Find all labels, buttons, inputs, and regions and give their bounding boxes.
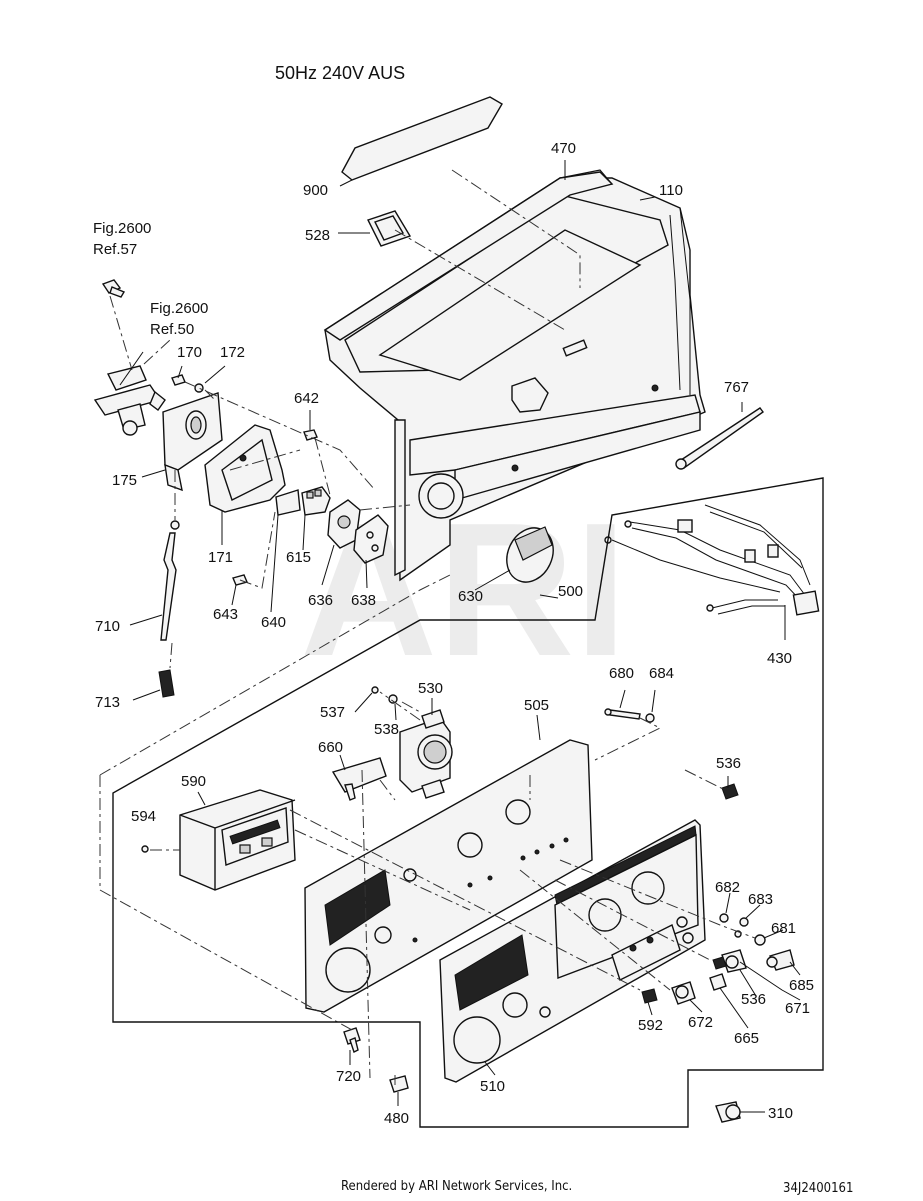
- label-ref50: Ref.50: [150, 321, 194, 338]
- part-713-clip[interactable]: [158, 669, 175, 698]
- label-683: 683: [748, 891, 773, 908]
- footer-credit: Rendered by ARI Network Services, Inc.: [341, 1179, 573, 1194]
- label-665: 665: [734, 1030, 759, 1047]
- part-680-screw[interactable]: [604, 708, 641, 720]
- label-642: 642: [294, 390, 319, 407]
- part-640-plate[interactable]: [275, 489, 301, 516]
- label-430: 430: [767, 650, 792, 667]
- label-470: 470: [551, 140, 576, 157]
- label-592: 592: [638, 1017, 663, 1034]
- part-594-screw[interactable]: [141, 845, 149, 853]
- label-680: 680: [609, 665, 634, 682]
- part-537-screw[interactable]: [371, 686, 379, 694]
- label-594: 594: [131, 808, 156, 825]
- label-713: 713: [95, 694, 120, 711]
- label-510: 510: [480, 1078, 505, 1095]
- part-682-washer[interactable]: [719, 913, 729, 923]
- label-720: 720: [336, 1068, 361, 1085]
- footer-code: 34J2400161: [783, 1181, 854, 1196]
- label-638: 638: [351, 592, 376, 609]
- part-310-bolt[interactable]: [715, 1101, 741, 1123]
- part-665-fuse[interactable]: [709, 973, 727, 991]
- label-660: 660: [318, 739, 343, 756]
- label-170: 170: [177, 344, 202, 361]
- label-643: 643: [213, 606, 238, 623]
- part-470-trim[interactable]: [323, 171, 614, 341]
- label-175: 175: [112, 472, 137, 489]
- part-638-plate[interactable]: [353, 514, 389, 564]
- part-labels: 900 470 110 528 Fig.2600 Ref.57 Fig.2600…: [93, 140, 814, 1127]
- part-681-nut[interactable]: [734, 930, 766, 946]
- part-500-frame-outline: [112, 477, 824, 1128]
- part-530-receptacle[interactable]: [399, 709, 453, 799]
- part-592-screw[interactable]: [641, 988, 658, 1004]
- label-590: 590: [181, 773, 206, 790]
- part-505-panel[interactable]: [304, 739, 593, 1013]
- part-630-knob[interactable]: [498, 520, 562, 589]
- diagram-title: 50Hz 240V AUS: [275, 63, 405, 83]
- label-671: 671: [785, 1000, 810, 1017]
- part-767-cable-tie[interactable]: [675, 407, 764, 470]
- part-642-screw[interactable]: [303, 429, 318, 441]
- label-672: 672: [688, 1014, 713, 1031]
- label-684: 684: [649, 665, 674, 682]
- part-671-breaker[interactable]: [721, 949, 747, 973]
- part-510-front-panel[interactable]: [439, 819, 706, 1083]
- label-538: 538: [374, 721, 399, 738]
- part-685-connector[interactable]: [766, 949, 795, 971]
- part-528-frame[interactable]: [367, 210, 412, 247]
- label-630: 630: [458, 588, 483, 605]
- part-110-cover-housing[interactable]: [324, 169, 706, 582]
- part-430-wire-harness[interactable]: [604, 504, 820, 616]
- label-681: 681: [771, 920, 796, 937]
- label-685: 685: [789, 977, 814, 994]
- part-175-bracket[interactable]: [162, 392, 223, 492]
- part-ref57-bolt[interactable]: [101, 279, 126, 298]
- label-172: 172: [220, 344, 245, 361]
- label-900: 900: [303, 182, 328, 199]
- assembly-lines: [99, 169, 756, 1085]
- part-536-screw-b[interactable]: [712, 956, 727, 970]
- label-615: 615: [286, 549, 311, 566]
- label-ref57: Ref.57: [93, 241, 137, 258]
- part-ref50-fuel-valve[interactable]: [93, 365, 166, 436]
- label-171: 171: [208, 549, 233, 566]
- label-537: 537: [320, 704, 345, 721]
- part-590-meter-module[interactable]: [179, 789, 296, 891]
- label-fig2600-b: Fig.2600: [150, 300, 208, 317]
- label-636: 636: [308, 592, 333, 609]
- label-710: 710: [95, 618, 120, 635]
- label-480: 480: [384, 1110, 409, 1127]
- part-710-rod[interactable]: [160, 520, 180, 641]
- part-683-washer[interactable]: [739, 917, 749, 927]
- label-505: 505: [524, 697, 549, 714]
- part-480-bolt[interactable]: [389, 1075, 409, 1093]
- part-720-bolt[interactable]: [343, 1027, 361, 1053]
- label-310: 310: [768, 1105, 793, 1122]
- part-538-washer[interactable]: [388, 694, 398, 704]
- part-900-label-plate[interactable]: [339, 96, 503, 187]
- label-536-a: 536: [716, 755, 741, 772]
- label-640: 640: [261, 614, 286, 631]
- label-530: 530: [418, 680, 443, 697]
- label-fig2600-a: Fig.2600: [93, 220, 151, 237]
- label-767: 767: [724, 379, 749, 396]
- part-672-breaker[interactable]: [671, 981, 696, 1005]
- leader-lines: [119, 160, 801, 1113]
- label-500: 500: [558, 583, 583, 600]
- part-536-screw-a[interactable]: [721, 783, 739, 800]
- label-536-b: 536: [741, 991, 766, 1008]
- part-615-switch[interactable]: [301, 486, 331, 516]
- part-172-washer[interactable]: [194, 383, 204, 393]
- part-171-shroud[interactable]: [204, 424, 286, 513]
- label-682: 682: [715, 879, 740, 896]
- part-660-plate[interactable]: [331, 757, 387, 801]
- part-684-washer[interactable]: [645, 713, 655, 723]
- label-528: 528: [305, 227, 330, 244]
- label-110: 110: [659, 182, 683, 199]
